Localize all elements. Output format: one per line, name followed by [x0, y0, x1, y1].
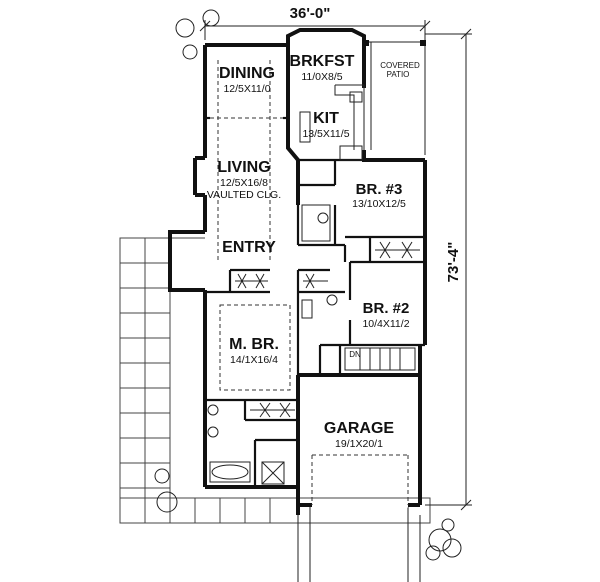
- bedroom3-size: 13/10X12/5: [352, 198, 406, 210]
- master-bedroom-size: 14/1X16/4: [230, 354, 278, 366]
- living-room-note: VAULTED CLG.: [207, 189, 281, 201]
- bedroom2-size: 10/4X11/2: [362, 318, 409, 330]
- kitchen-size: 13/5X11/5: [302, 128, 349, 140]
- dining-room-size: 12/5X11/0: [223, 83, 270, 95]
- covered-patio-name-line1: COVERED: [380, 61, 420, 70]
- master-bedroom-name: M. BR.: [229, 336, 279, 353]
- driveway: [297, 504, 421, 582]
- stairs: [344, 347, 416, 371]
- dining-room-name: DINING: [219, 65, 275, 82]
- garage-name: GARAGE: [324, 420, 395, 437]
- garage-door: [311, 454, 409, 508]
- breakfast-room-size: 11/0X8/5: [301, 71, 342, 83]
- tree-bottom-left: [154, 468, 178, 513]
- kitchen-name: KIT: [313, 110, 339, 127]
- garage-size: 19/1X20/1: [335, 438, 383, 450]
- depth-dimension-label: 73'-4": [445, 242, 462, 283]
- living-room-name: LIVING: [217, 159, 270, 176]
- stair-label: DN: [349, 350, 361, 359]
- bedroom3-name: BR. #3: [356, 181, 403, 198]
- tree-bottom-right: [425, 518, 462, 561]
- width-dimension-label: 36'-0": [290, 5, 331, 22]
- bath-fixtures: [207, 204, 338, 485]
- covered-patio-name-line2: PATIO: [387, 70, 410, 79]
- entry-name: ENTRY: [222, 239, 276, 256]
- ceiling-lines: [210, 60, 291, 391]
- living-room-size: 12/5X16/8: [220, 177, 268, 189]
- bedroom2-name: BR. #2: [363, 300, 410, 317]
- depth-dimension: [425, 28, 472, 511]
- tree-top-left: [175, 9, 220, 60]
- interior-walls: [205, 116, 425, 487]
- walkway-pavers: [119, 237, 431, 524]
- covered-patio-outline: [363, 40, 426, 155]
- kitchen-fixtures: [299, 84, 365, 161]
- breakfast-room-name: BRKFST: [290, 53, 355, 70]
- closet-shelves: [235, 241, 420, 418]
